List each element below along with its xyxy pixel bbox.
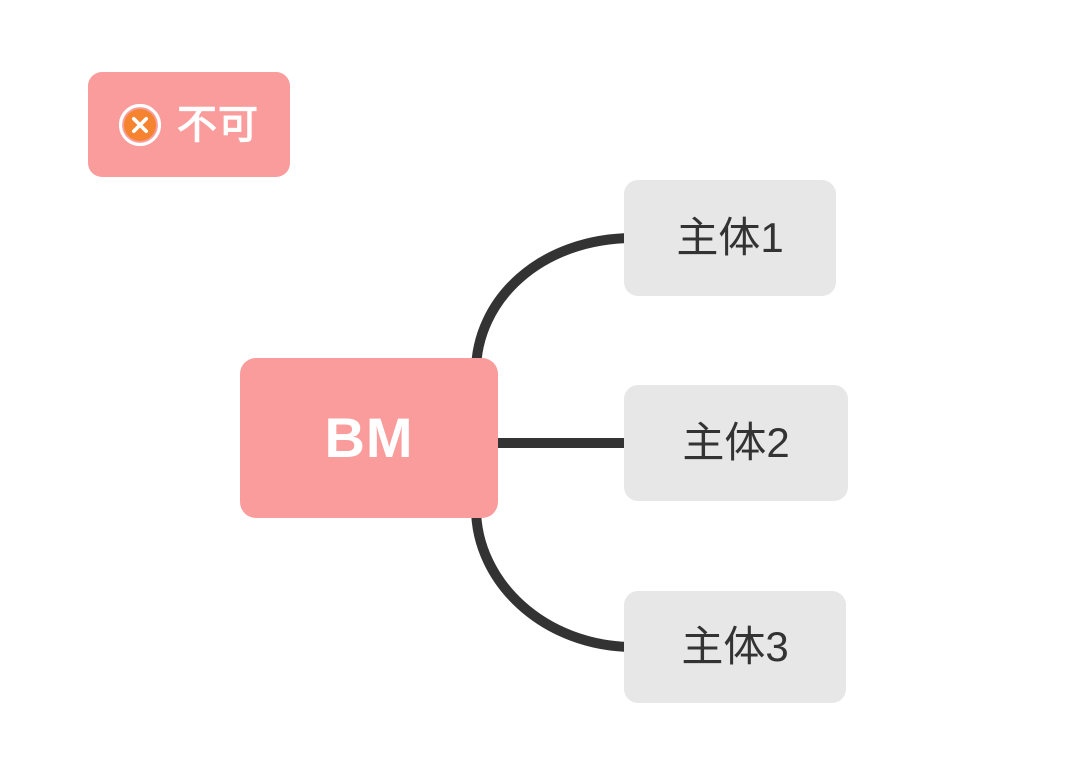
mindmap-child-node-3[interactable]: 主体3 [624,591,846,703]
mindmap-root-label: BM [324,406,414,469]
mindmap-child-node-2[interactable]: 主体2 [624,385,848,501]
connector-root-to-child-1 [471,233,639,377]
mindmap-child-label-1: 主体1 [676,214,784,261]
mindmap-root-node[interactable]: BM [240,358,498,518]
status-badge[interactable]: 不可 [88,72,290,177]
mindmap-child-node-1[interactable]: 主体1 [624,180,836,296]
circle-x-icon [119,103,161,146]
mindmap-child-label-3: 主体3 [681,623,789,670]
status-badge-label: 不可 [177,102,259,147]
mindmap-child-label-2: 主体2 [682,419,790,466]
connector-root-to-child-3 [471,503,639,652]
